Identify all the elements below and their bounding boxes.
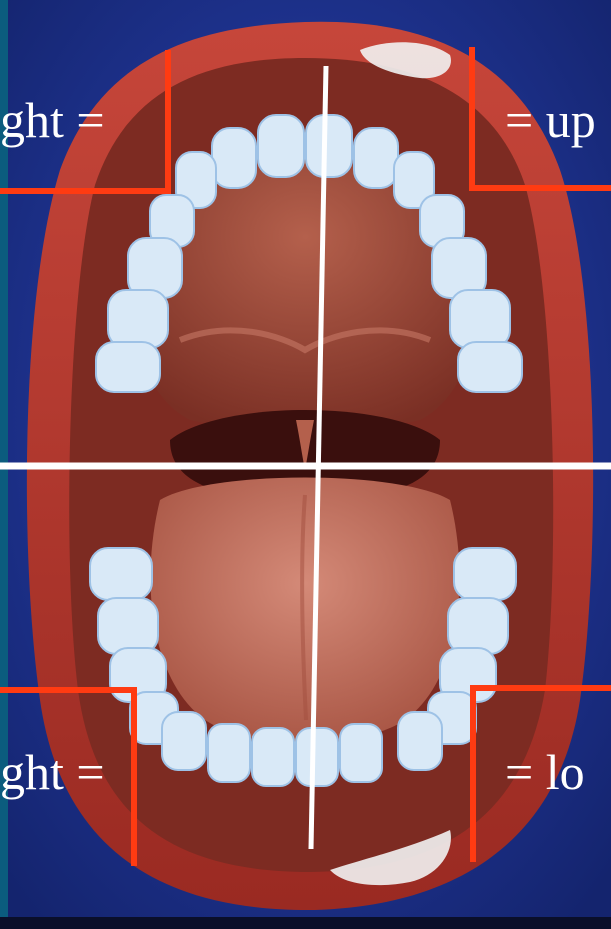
upper-right-label: = up: [505, 95, 596, 145]
bottom-frame-edge: [0, 917, 611, 929]
lower-right-label: = lo: [505, 747, 585, 797]
lower-left-label: ght =: [0, 747, 105, 797]
upper-left-label: ght =: [0, 95, 105, 145]
